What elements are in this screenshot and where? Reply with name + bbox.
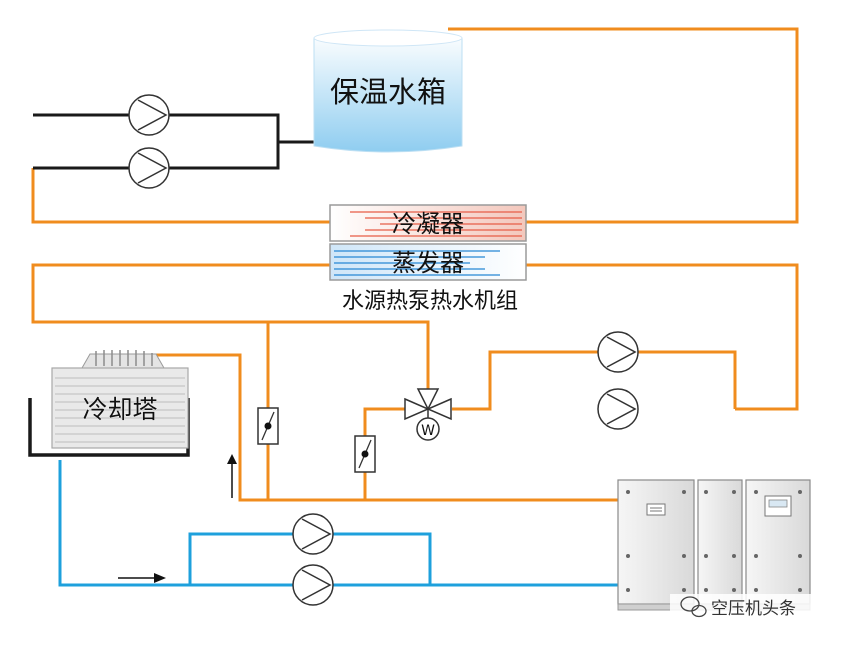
pump-icon: [597, 331, 639, 373]
flow-switch-icon: [354, 435, 376, 473]
air-compressor-cabinet: [745, 479, 811, 611]
pump-icon: [128, 94, 170, 136]
insulated-water-tank: 保温水箱: [313, 29, 463, 153]
tank-label: 保温水箱: [330, 75, 446, 109]
blue-pipes: [58, 460, 618, 587]
condenser-label: 冷凝器: [392, 210, 464, 238]
cooling-tower-label: 冷却塔: [82, 395, 157, 424]
flow-arrow-icon: [227, 454, 237, 498]
air-compressor-cabinet: [617, 479, 695, 611]
heat-pump-unit-label: 水源热泵热水机组: [342, 289, 518, 314]
evaporator-label: 蒸发器: [392, 249, 464, 277]
watermark-text: 空压机头条: [711, 599, 796, 619]
flow-arrow-icon: [118, 573, 166, 583]
valve-actuator-label: W: [421, 423, 435, 439]
air-compressor-cabinet: [697, 479, 743, 611]
pump-icon: [292, 564, 334, 606]
condenser: 冷凝器: [329, 204, 527, 242]
watermark: 空压机头条: [670, 594, 820, 620]
three-way-valve-icon: W: [404, 388, 452, 441]
pump-icon: [292, 513, 334, 555]
evaporator: 蒸发器: [329, 243, 527, 281]
pump-icon: [128, 147, 170, 189]
flow-switch-icon: [257, 407, 279, 445]
black-pipes: [33, 113, 314, 170]
wechat-icon: [680, 596, 707, 618]
cooling-tower: 冷却塔: [28, 350, 190, 457]
pump-icon: [597, 388, 639, 430]
